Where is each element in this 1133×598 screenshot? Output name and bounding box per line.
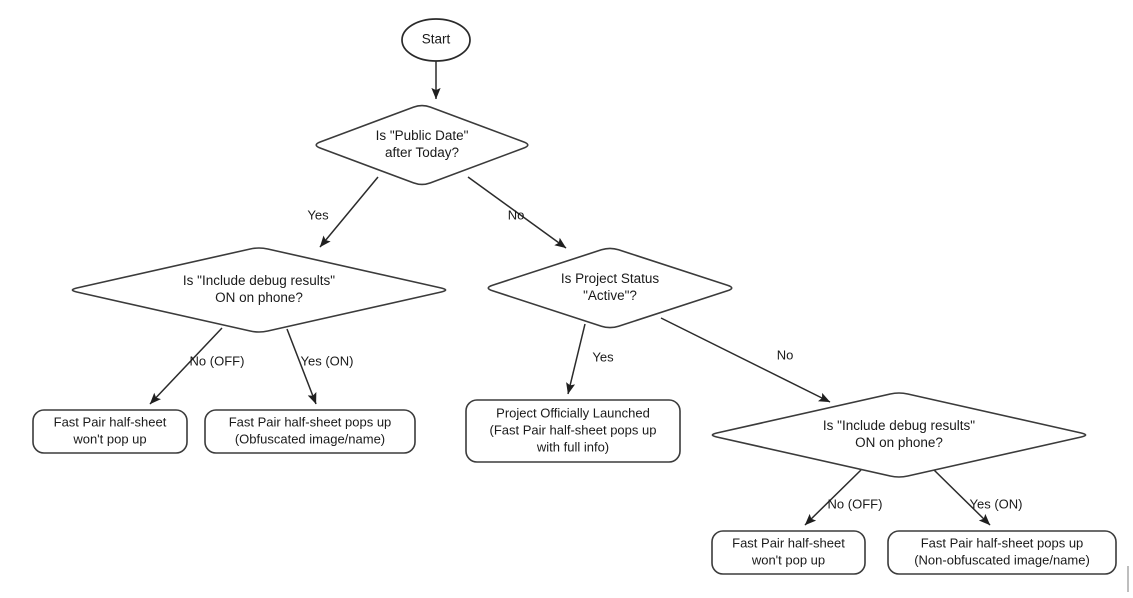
process-shape[interactable] bbox=[204, 409, 416, 454]
node-label-line: (Obfuscated image/name) bbox=[235, 431, 385, 446]
edge-arrow bbox=[566, 323, 586, 395]
edge-label: No (OFF) bbox=[190, 353, 245, 368]
edge-label: Yes bbox=[592, 349, 614, 364]
edge-e-date-yes: Yes bbox=[307, 176, 379, 248]
node-label-line: ON on phone? bbox=[855, 435, 943, 450]
node-label-line: won't pop up bbox=[72, 431, 146, 446]
node-right-yes-on[interactable]: Fast Pair half-sheet pops up (Non-obfusca… bbox=[887, 530, 1117, 575]
nodes-layer: Start Is "Public Date" after Today? Is "Inc… bbox=[32, 18, 1117, 575]
edge-arrow bbox=[660, 317, 831, 403]
edge-e-status-yes: Yes bbox=[566, 323, 614, 395]
node-label-line: (Non-obfuscated image/name) bbox=[914, 552, 1090, 567]
node-label-line: after Today? bbox=[385, 145, 459, 160]
edge-e-right-no: No (OFF) bbox=[804, 469, 883, 526]
node-right-no-off[interactable]: Fast Pair half-sheet won't pop up bbox=[711, 530, 866, 575]
node-label-line: won't pop up bbox=[751, 552, 825, 567]
node-label-line: (Fast Pair half-sheet pops up bbox=[490, 422, 657, 437]
node-start[interactable]: Start bbox=[401, 18, 471, 62]
node-launched[interactable]: Project Officially Launched (Fast Pair ha… bbox=[465, 399, 681, 463]
node-label-line: Fast Pair half-sheet bbox=[54, 414, 167, 429]
edge-arrow bbox=[286, 328, 317, 405]
edge-e-status-no: No bbox=[660, 317, 831, 403]
edge-label: Yes bbox=[307, 207, 329, 222]
edge-e-left-yes: Yes (ON) bbox=[286, 328, 354, 405]
edge-arrow bbox=[804, 469, 862, 526]
terminator-shape[interactable] bbox=[401, 18, 471, 62]
edge-e-right-yes: Yes (ON) bbox=[932, 468, 1023, 526]
node-debug-left[interactable]: Is "Include debug results" ON on phone? bbox=[71, 247, 447, 333]
decision-shape[interactable] bbox=[315, 104, 529, 186]
node-label-line: Is "Public Date" bbox=[376, 128, 469, 143]
edge-label: No (OFF) bbox=[828, 496, 883, 511]
node-debug-right[interactable]: Is "Include debug results" ON on phone? bbox=[711, 392, 1087, 478]
decision-shape[interactable] bbox=[711, 392, 1087, 478]
edge-label: Yes (ON) bbox=[301, 353, 354, 368]
edge-arrow bbox=[932, 468, 991, 526]
process-shape[interactable] bbox=[465, 399, 681, 463]
node-label-line: Fast Pair half-sheet pops up bbox=[921, 535, 1084, 550]
node-label-line: Project Officially Launched bbox=[496, 405, 650, 420]
decision-shape[interactable] bbox=[71, 247, 447, 333]
node-label-line: Fast Pair half-sheet bbox=[732, 535, 845, 550]
node-label-line: with full info) bbox=[536, 439, 609, 454]
process-shape[interactable] bbox=[711, 530, 866, 575]
decision-shape[interactable] bbox=[487, 247, 733, 329]
node-label-line: Fast Pair half-sheet pops up bbox=[229, 414, 392, 429]
edge-e-date-no: No bbox=[467, 176, 567, 249]
process-shape[interactable] bbox=[887, 530, 1117, 575]
edge-arrow bbox=[467, 176, 567, 249]
node-left-yes-on[interactable]: Fast Pair half-sheet pops up (Obfuscated … bbox=[204, 409, 416, 454]
process-shape[interactable] bbox=[32, 409, 188, 454]
node-label-line: Is "Include debug results" bbox=[823, 418, 975, 433]
edge-arrow bbox=[149, 327, 223, 405]
edge-label: No bbox=[508, 207, 525, 222]
edge-label: Yes (ON) bbox=[970, 496, 1023, 511]
node-public-date[interactable]: Is "Public Date" after Today? bbox=[315, 104, 529, 186]
node-label-line: "Active"? bbox=[583, 288, 637, 303]
edge-label: No bbox=[777, 347, 794, 362]
node-label-line: ON on phone? bbox=[215, 290, 303, 305]
node-label-line: Is "Include debug results" bbox=[183, 273, 335, 288]
node-project-status[interactable]: Is Project Status "Active"? bbox=[487, 247, 733, 329]
edge-e-left-no: No (OFF) bbox=[149, 327, 245, 405]
node-left-no-off[interactable]: Fast Pair half-sheet won't pop up bbox=[32, 409, 188, 454]
node-label-line: Is Project Status bbox=[561, 271, 660, 286]
node-label-line: Start bbox=[422, 32, 451, 47]
edge-arrow bbox=[319, 176, 379, 248]
